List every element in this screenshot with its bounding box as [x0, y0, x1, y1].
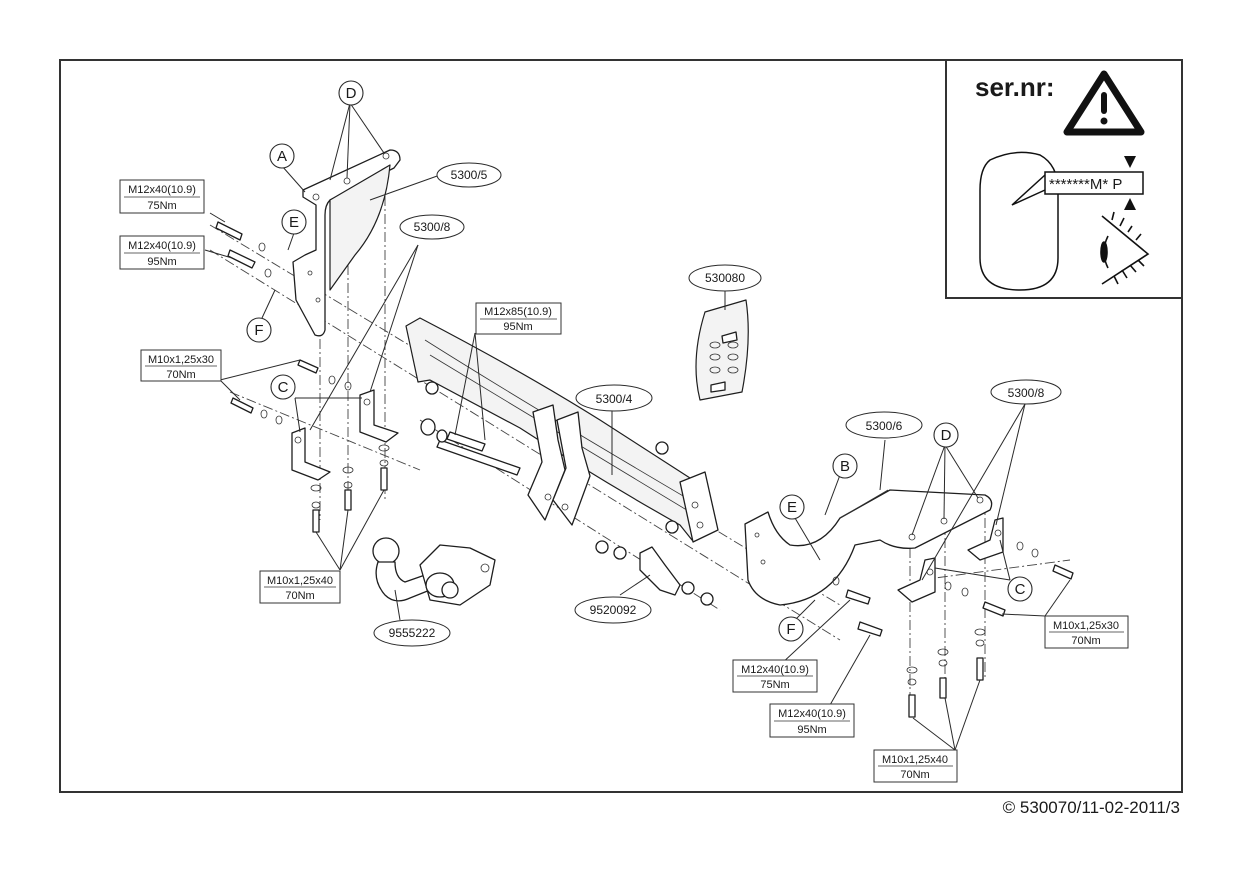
svg-text:F: F — [786, 621, 795, 638]
svg-text:B: B — [840, 458, 850, 475]
letter-D-left: D — [338, 80, 364, 106]
svg-text:D: D — [346, 85, 357, 102]
svg-text:5300/5: 5300/5 — [451, 168, 488, 182]
svg-text:95Nm: 95Nm — [147, 256, 176, 268]
svg-text:M10x1,25x40: M10x1,25x40 — [267, 575, 333, 587]
right-side-bracket — [744, 489, 993, 637]
spec-box: M10x1,25x40 70Nm — [873, 749, 958, 783]
copyright-footer: © 530070/11-02-2011/3 — [1002, 798, 1180, 817]
electrical-kit-530080 — [695, 299, 749, 401]
serial-plate-text: *******M* P — [1049, 176, 1122, 193]
letter-F-right: F — [778, 616, 804, 642]
svg-text:5300/4: 5300/4 — [596, 392, 633, 406]
part-label-9555222: 9555222 — [373, 619, 451, 647]
diagram-frame — [59, 59, 1183, 793]
svg-text:5300/6: 5300/6 — [866, 419, 903, 433]
svg-text:M12x40(10.9): M12x40(10.9) — [128, 184, 196, 196]
left-side-bracket — [292, 149, 401, 337]
part-label-5300-6: 5300/6 — [845, 411, 923, 439]
svg-text:M12x40(10.9): M12x40(10.9) — [741, 664, 809, 676]
svg-text:95Nm: 95Nm — [503, 321, 532, 333]
part-label-530080: 530080 — [688, 264, 762, 292]
left-angle-brackets — [230, 359, 399, 533]
letter-D-right: D — [933, 422, 959, 448]
svg-text:M10x1,25x30: M10x1,25x30 — [1053, 620, 1119, 632]
svg-text:75Nm: 75Nm — [147, 200, 176, 212]
right-angle-brackets — [897, 517, 1074, 718]
letter-B: B — [832, 453, 858, 479]
svg-text:E: E — [289, 214, 299, 231]
letter-C-right: C — [1007, 576, 1033, 602]
letter-E-right: E — [779, 494, 805, 520]
warning-triangle-icon — [1063, 70, 1145, 136]
spec-box: M10x1,25x30 70Nm — [140, 349, 222, 382]
svg-text:5300/8: 5300/8 — [1008, 386, 1045, 400]
serial-plate — [1044, 171, 1144, 195]
svg-text:95Nm: 95Nm — [797, 724, 826, 736]
svg-text:70Nm: 70Nm — [285, 590, 314, 602]
svg-text:M10x1,25x40: M10x1,25x40 — [882, 754, 948, 766]
arrow-up-marker-icon — [1124, 198, 1136, 210]
svg-text:75Nm: 75Nm — [760, 679, 789, 691]
svg-text:9520092: 9520092 — [590, 603, 637, 617]
svg-text:M12x85(10.9): M12x85(10.9) — [484, 306, 552, 318]
svg-text:E: E — [787, 499, 797, 516]
serial-title: ser.nr: — [975, 72, 1055, 102]
part-label-5300-8-left: 5300/8 — [399, 214, 465, 240]
letter-E-left: E — [281, 209, 307, 235]
hitch-plate-outline — [979, 151, 1059, 291]
serial-number-panel: ser.nr: *******M* P — [945, 59, 1183, 299]
letter-C-left: C — [270, 374, 296, 400]
left-top-bolts — [215, 221, 272, 278]
spec-box: M10x1,25x30 70Nm — [1044, 615, 1129, 649]
svg-text:F: F — [254, 322, 263, 339]
letter-A: A — [269, 143, 295, 169]
svg-text:M12x40(10.9): M12x40(10.9) — [128, 240, 196, 252]
eye-icon — [1100, 211, 1150, 285]
spec-box: M12x40(10.9) 75Nm — [119, 179, 205, 214]
part-label-5300-5: 5300/5 — [436, 162, 502, 188]
tow-ball-9555222 — [372, 537, 496, 606]
svg-text:70Nm: 70Nm — [1071, 635, 1100, 647]
spec-box: M12x40(10.9) 95Nm — [769, 703, 855, 738]
part-label-5300-4: 5300/4 — [575, 384, 653, 412]
bracket-9520092 — [595, 540, 714, 606]
svg-text:M10x1,25x30: M10x1,25x30 — [148, 354, 214, 366]
spec-box: M12x85(10.9) 95Nm — [475, 302, 562, 335]
spec-box: M10x1,25x40 70Nm — [259, 570, 341, 604]
svg-text:M12x40(10.9): M12x40(10.9) — [778, 708, 846, 720]
svg-text:C: C — [1015, 581, 1026, 598]
svg-text:D: D — [941, 427, 952, 444]
spec-box: M12x40(10.9) 75Nm — [732, 659, 818, 693]
svg-text:9555222: 9555222 — [389, 626, 436, 640]
arrow-down-marker-icon — [1124, 156, 1136, 168]
spec-box: M12x40(10.9) 95Nm — [119, 235, 205, 270]
svg-text:70Nm: 70Nm — [166, 369, 195, 381]
leader-lines — [204, 102, 1071, 751]
svg-text:A: A — [277, 148, 287, 165]
svg-text:530080: 530080 — [705, 271, 745, 285]
svg-text:70Nm: 70Nm — [900, 769, 929, 781]
part-label-9520092: 9520092 — [574, 596, 652, 624]
part-label-5300-8-right: 5300/8 — [990, 379, 1062, 405]
svg-text:C: C — [278, 379, 289, 396]
svg-text:5300/8: 5300/8 — [414, 220, 451, 234]
letter-F-left: F — [246, 317, 272, 343]
main-crossbar — [405, 317, 719, 543]
